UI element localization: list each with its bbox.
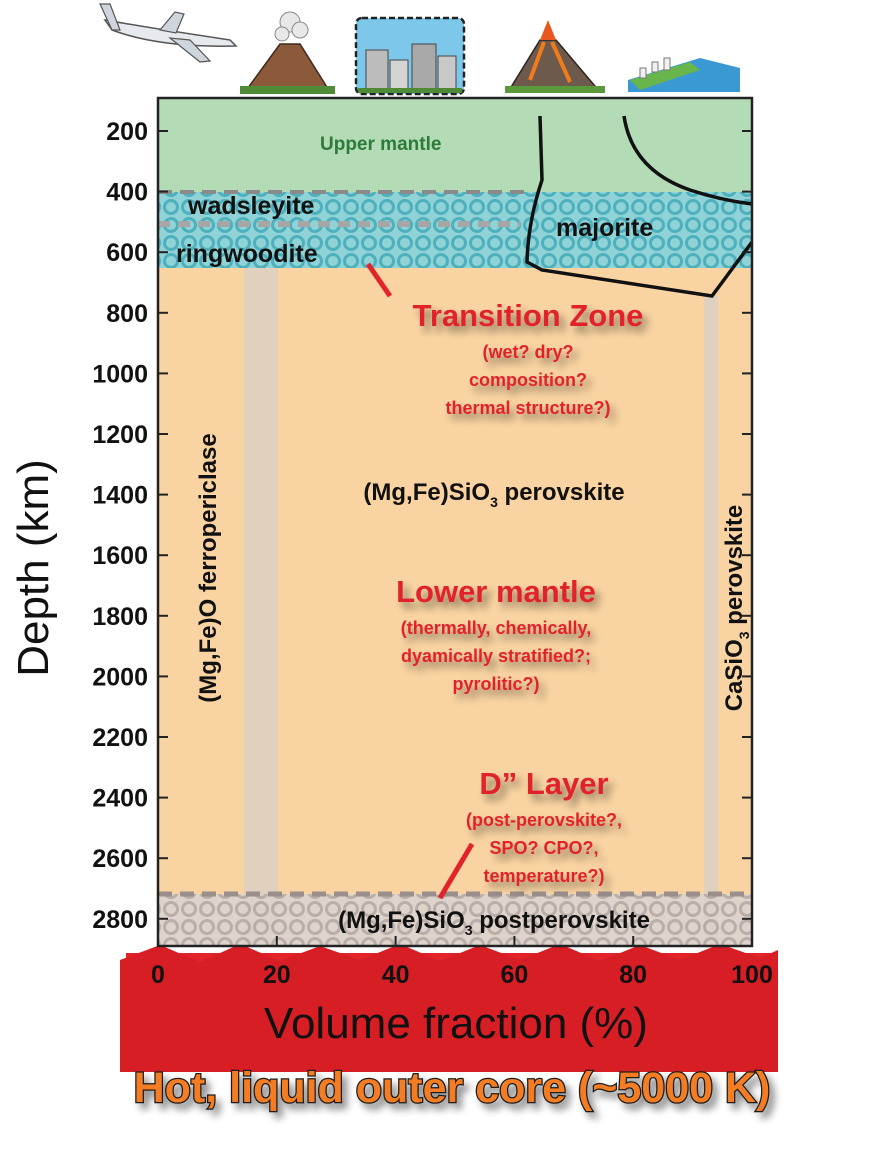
lower-mantle-annotation: Lower mantle (thermally, chemically, dya…	[396, 574, 596, 694]
transition-zone-note-2: composition?	[469, 370, 587, 390]
coastal-landscape-icon	[628, 57, 740, 92]
d-layer-note-1: (post-perovskite?,	[466, 810, 622, 830]
y-tick-label: 400	[106, 179, 148, 207]
y-tick-label: 2400	[92, 785, 148, 813]
y-tick-label: 1800	[92, 603, 148, 631]
y-tick-label: 1400	[92, 482, 148, 510]
plot-area	[156, 96, 754, 948]
ferropericlase-column	[244, 268, 278, 946]
ringwoodite-label: ringwoodite	[176, 240, 318, 268]
y-tick-label: 2600	[92, 845, 148, 873]
lower-mantle-note-3: pyrolitic?)	[452, 674, 539, 694]
erupting-volcano-icon	[505, 20, 605, 93]
x-tick-label: 100	[731, 961, 773, 989]
y-axis-title: Depth (km)	[9, 459, 58, 677]
d-layer-note-2: SPO? CPO?,	[489, 838, 598, 858]
y-tick-label: 1000	[92, 360, 148, 388]
y-tick-label: 2200	[92, 724, 148, 752]
wadsleyite-label: wadsleyite	[187, 192, 315, 220]
x-axis-title: Volume fraction (%)	[264, 999, 648, 1048]
d-layer-title: D” Layer	[479, 766, 608, 801]
upper-mantle-region	[158, 98, 752, 192]
y-tick-label: 2000	[92, 663, 148, 691]
outer-core-label: Hot, liquid outer core (~5000 K)	[134, 1064, 771, 1112]
airplane-icon	[99, 3, 238, 63]
y-axis: 200 400 600 800 1000 1200 1400 1600 1800 2000 2200…	[92, 118, 752, 934]
d-layer-callout	[437, 842, 475, 900]
x-tick-label: 80	[619, 961, 647, 989]
x-tick-label: 20	[263, 961, 291, 989]
lower-mantle-title: Lower mantle	[396, 574, 596, 609]
lower-mantle-note-2: dyamically stratified?;	[401, 646, 591, 666]
transition-zone-note-1: (wet? dry?	[482, 342, 573, 362]
volcano-icon	[240, 11, 335, 94]
x-axis: 0 20 40 60 80 100	[151, 936, 773, 989]
ca-perovskite-column	[704, 296, 718, 946]
upper-mantle-label: Upper mantle	[320, 134, 441, 155]
majorite-label: majorite	[556, 214, 653, 242]
y-tick-label: 800	[106, 300, 148, 328]
ca-perovskite-label: CaSiO3 perovskite	[721, 505, 752, 712]
city-icon	[354, 16, 466, 96]
transition-zone-annotation: Transition Zone (wet? dry? composition? …	[413, 298, 644, 418]
d-layer-annotation: D” Layer (post-perovskite?, SPO? CPO?, t…	[466, 766, 622, 886]
transition-zone-callout	[365, 262, 393, 298]
outer-core-banner: Hot, liquid outer core (~5000 K)	[132, 1063, 771, 1114]
y-tick-label: 1200	[92, 421, 148, 449]
x-tick-label: 0	[151, 961, 165, 989]
y-tick-label: 2800	[92, 906, 148, 934]
x-tick-label: 60	[500, 961, 528, 989]
transition-zone-note-3: thermal structure?)	[445, 398, 610, 418]
y-tick-label: 600	[106, 239, 148, 267]
outer-core-band	[120, 944, 778, 1072]
d-layer-note-3: temperature?)	[483, 866, 604, 886]
lower-mantle-note-1: (thermally, chemically,	[401, 618, 591, 638]
ferropericlase-label: (Mg,Fe)O ferropericlase	[195, 433, 222, 702]
y-tick-label: 1600	[92, 542, 148, 570]
x-tick-label: 40	[382, 961, 410, 989]
postperovskite-region	[158, 894, 752, 946]
transition-zone-title: Transition Zone	[413, 298, 644, 333]
postperovskite-label: (Mg,Fe)SiO3 postperovskite	[338, 907, 650, 938]
perovskite-label: (Mg,Fe)SiO3 perovskite	[363, 479, 624, 510]
transition-zone-region	[158, 192, 752, 268]
y-tick-label: 200	[106, 118, 148, 146]
